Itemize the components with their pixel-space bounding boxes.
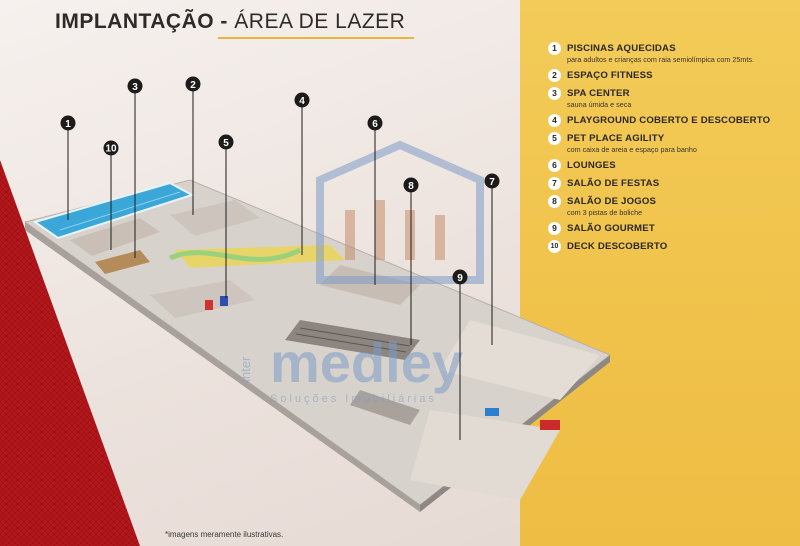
title-bold: IMPLANTAÇÃO - <box>55 10 228 33</box>
marker-label: 1 <box>65 119 71 130</box>
pet-place <box>150 280 255 318</box>
legend-title: PET PLACE AGILITY <box>567 133 665 144</box>
kitchen-block <box>350 390 420 425</box>
watermark-brand: inter <box>238 356 253 382</box>
legend-title: SALÃO DE FESTAS <box>567 178 660 189</box>
legend-panel <box>520 0 800 546</box>
title-light: ÁREA DE LAZER <box>234 10 406 33</box>
marker-5: 5 <box>218 134 234 298</box>
title-underline <box>218 37 414 39</box>
marker-6: 6 <box>367 115 383 285</box>
playground-path <box>168 247 302 262</box>
deck-area <box>95 250 150 274</box>
legend-title: SALÃO GOURMET <box>567 223 655 234</box>
legend-title: ESPAÇO FITNESS <box>567 70 653 81</box>
legend-number: 6 <box>548 159 561 172</box>
marker-2: 2 <box>185 76 201 215</box>
legend-title: DECK DESCOBERTO <box>567 241 668 252</box>
legend-item: 9 SALÃO GOURMET <box>548 222 798 235</box>
legend-title: LOUNGES <box>567 160 616 171</box>
legend-title: PISCINAS AQUECIDAS <box>567 43 676 54</box>
marker-1: 1 <box>60 115 76 220</box>
legend-subtitle: sauna úmida e seca <box>567 100 632 109</box>
marker-label: 2 <box>190 80 196 91</box>
marker-label: 9 <box>457 273 463 284</box>
legend-title: SALÃO DE JOGOS <box>567 196 657 207</box>
legend-number: 10 <box>548 240 561 253</box>
marker-label: 10 <box>105 144 117 155</box>
legend-subtitle: com caixa de areia e espaço para banho <box>567 145 697 154</box>
legend-item: 7 SALÃO DE FESTAS <box>548 177 798 190</box>
lounge-area <box>320 265 420 305</box>
legend-item: 2 ESPAÇO FITNESS <box>548 69 798 82</box>
fitness-area <box>170 200 260 236</box>
legend-number: 3 <box>548 87 561 100</box>
marker-4: 4 <box>294 92 310 255</box>
page-title: IMPLANTAÇÃO - ÁREA DE LAZER <box>55 10 405 34</box>
bowling-lanes <box>285 320 420 360</box>
marker-8: 8 <box>403 177 419 345</box>
legend-number: 1 <box>548 42 561 55</box>
party-hall <box>440 320 600 400</box>
legend-number: 5 <box>548 132 561 145</box>
marker-label: 6 <box>372 119 378 130</box>
pool <box>32 181 195 240</box>
legend-subtitle: com 3 pistas de boliche <box>567 208 643 217</box>
legend-number: 2 <box>548 69 561 82</box>
legend-number: 7 <box>548 177 561 190</box>
legend-subtitle: para adultos e crianças com raia semiolí… <box>567 55 754 64</box>
legend-item: 10 DECK DESCOBERTO <box>548 240 798 253</box>
building-edge <box>25 222 420 512</box>
legend-number: 9 <box>548 222 561 235</box>
watermark-tagline: Soluções Imobiliárias <box>270 393 437 405</box>
marker-7: 7 <box>484 173 500 345</box>
marker-label: 5 <box>223 138 229 149</box>
legend-title: SPA CENTER <box>567 88 630 99</box>
legend-number: 4 <box>548 114 561 127</box>
marker-9: 9 <box>452 269 468 440</box>
spa-area <box>70 218 160 256</box>
legend-item: 4 PLAYGROUND COBERTO E DESCOBERTO <box>548 114 798 127</box>
legend-title: PLAYGROUND COBERTO E DESCOBERTO <box>567 115 771 126</box>
marker-3: 3 <box>127 78 143 258</box>
marker-label: 7 <box>489 177 495 188</box>
gourmet-hall <box>410 410 560 500</box>
red-fabric-panel <box>0 160 140 546</box>
legend-number: 8 <box>548 195 561 208</box>
legend-item: 6 LOUNGES <box>548 159 798 172</box>
marker-label: 8 <box>408 181 414 192</box>
watermark-logo: inter medley Soluções Imobiliárias <box>238 140 484 405</box>
marker-label: 3 <box>132 82 138 93</box>
watermark-name: medley <box>270 331 463 394</box>
marker-10: 10 <box>103 140 119 250</box>
disclaimer: *imagens meramente ilustrativas. <box>165 530 284 539</box>
marker-label: 4 <box>299 96 305 107</box>
